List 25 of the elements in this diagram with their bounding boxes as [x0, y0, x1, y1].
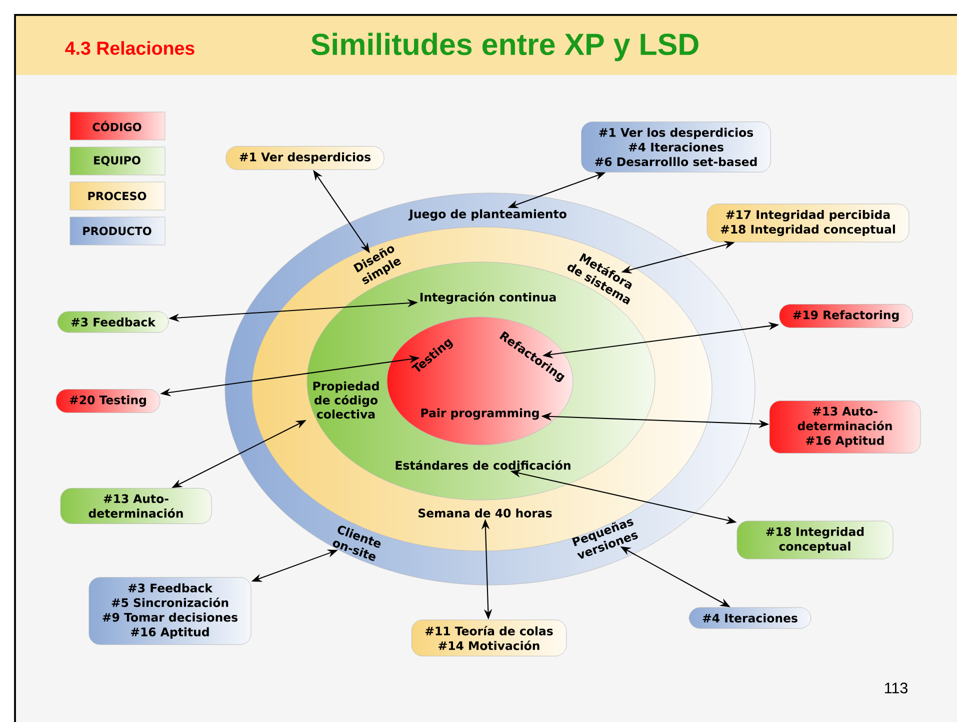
practice-box: #3 Feedback	[57, 311, 169, 333]
practice-box: #13 Auto-determinación #16 Aptitud	[769, 400, 921, 454]
practice-box: #4 Iteraciones	[688, 607, 812, 629]
practice-label: Juego de planteamiento	[408, 209, 566, 221]
legend-label: CÓDIGO	[92, 120, 142, 132]
legend-label: EQUIPO	[94, 156, 140, 166]
page-number: 113	[885, 682, 908, 694]
practice-label: Semana de 40 horas	[418, 508, 552, 518]
practice-box: #20 Testing	[56, 389, 160, 413]
legend-label: PRODUCTO	[83, 226, 152, 236]
practice-box: #3 Feedback #5 Sincronización #9 Tomar decisiones #16 Aptitud	[88, 577, 252, 645]
practice-box: #11 Teoría de colas #14 Motivación	[411, 620, 567, 656]
practice-label: Pair programming	[421, 408, 539, 420]
practice-box: #18 Integridad conceptual	[736, 520, 894, 560]
practice-box: #19 Refactoring	[779, 304, 913, 328]
practice-box: #1 Ver los desperdicios #4 Iteraciones #6 Desarrolllo set-based	[581, 122, 771, 172]
section-label: 4.3 Relaciones	[65, 41, 194, 55]
practice-box: #17 Integridad percibida #18 Integridad conceptual	[706, 204, 910, 242]
practice-box: #13 Auto-determinación	[60, 488, 212, 524]
practice-box: #1 Ver desperdicios	[226, 146, 384, 170]
practice-label: Integración continua	[420, 292, 556, 304]
practice-label: Propiedad de código colectiva	[313, 381, 379, 419]
legend-label: PROCESO	[88, 192, 146, 200]
practice-label: Estándares de codificación	[396, 460, 570, 470]
slide-title: Similitudes entre XP y LSD	[311, 32, 698, 62]
